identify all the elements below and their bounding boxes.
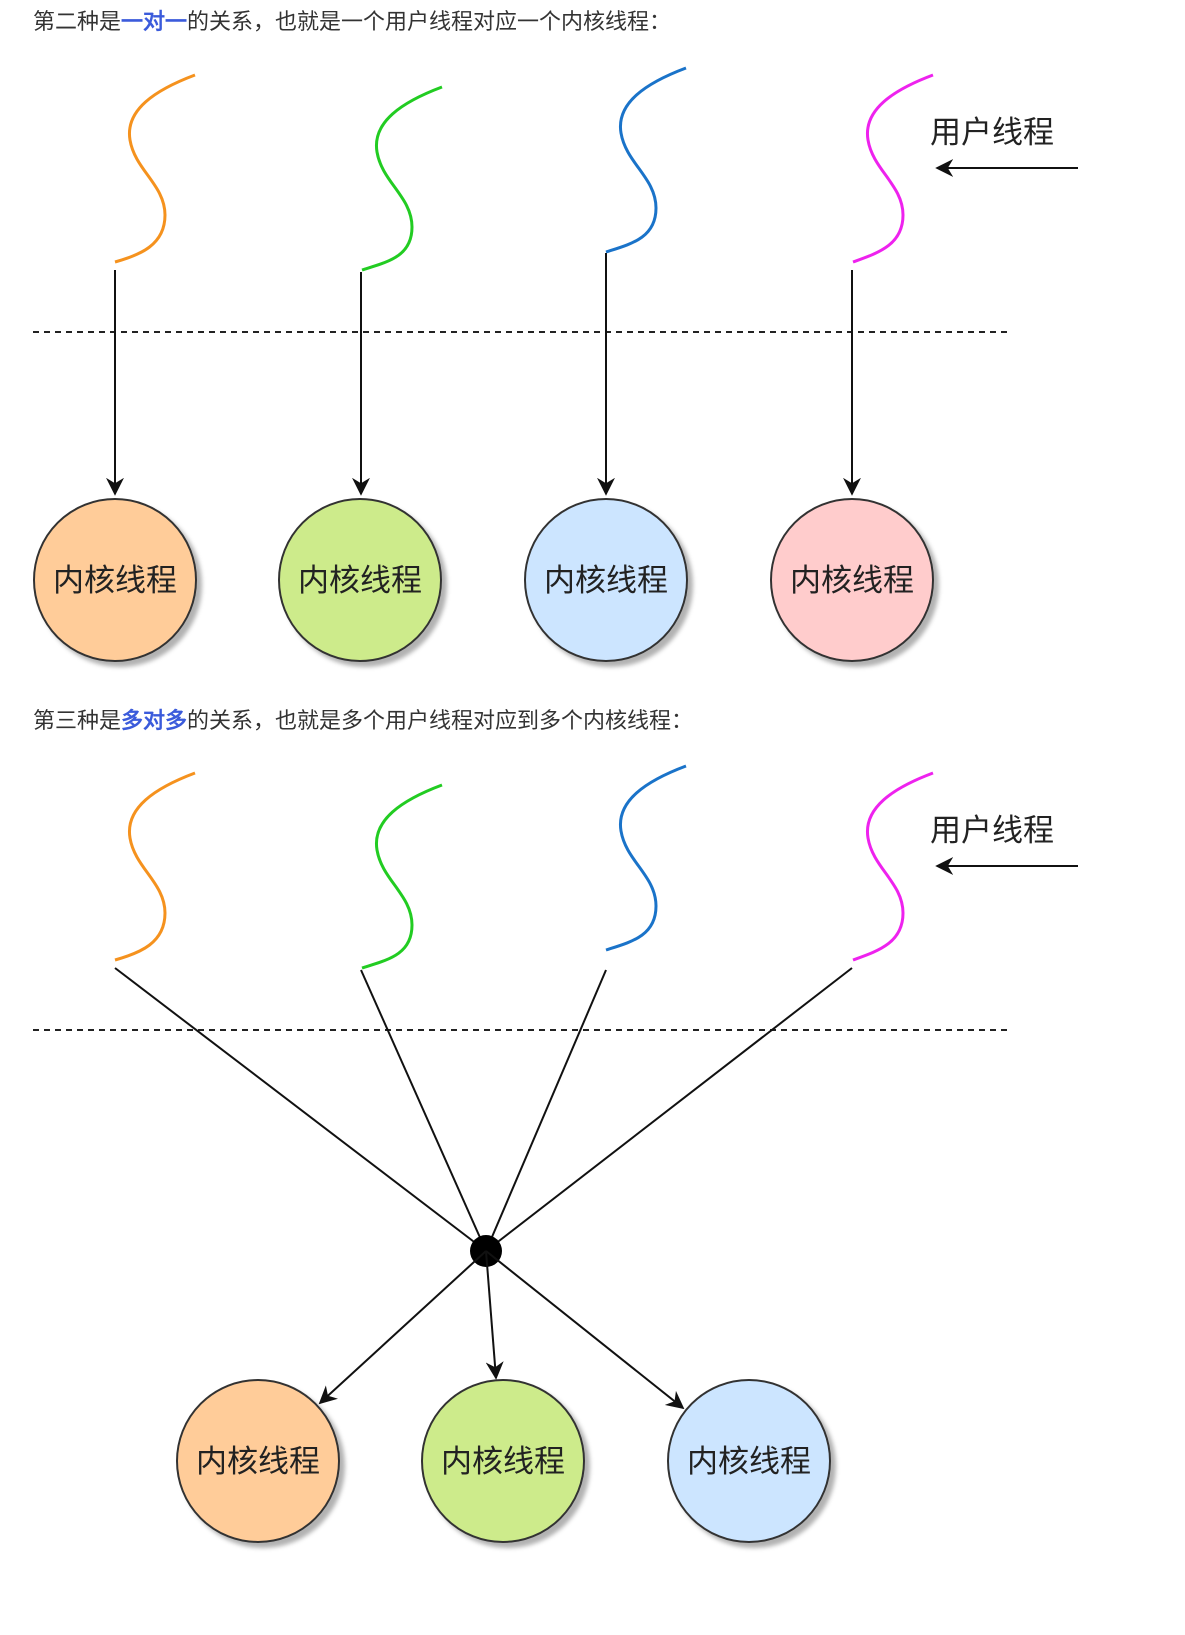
user-thread-wave-green [361,783,443,970]
distribute-arrow-3 [485,1250,685,1410]
kernel-thread-node-2 [278,498,442,662]
user-thread-wave-blue [605,764,687,952]
user-thread-wave-magenta [852,73,934,264]
highlight-term: 一对一 [121,10,188,35]
kernel-thread-node-3 [667,1379,831,1543]
distribute-arrow-2 [485,1250,504,1380]
kernel-thread-label: 内核线程 [53,563,177,599]
kernel-thread-label: 内核线程 [544,563,668,599]
converge-line-4 [485,967,853,1252]
one-to-one-diagram: 用户线程 内核线程 内核线程 内核线程 内核线程 [0,50,1185,680]
user-thread-wave-magenta [852,771,934,962]
kernel-thread-label: 内核线程 [196,1444,320,1480]
paragraph-many-to-many: 第三种是多对多的关系，也就是多个用户线程对应到多个内核线程： [33,707,693,737]
legend-label: 用户线程 [930,115,1054,151]
paragraph-suffix: 的关系，也就是一个用户线程对应一个内核线程： [187,10,672,35]
user-thread-wave-blue [605,66,687,254]
paragraph-one-to-one: 第二种是一对一的关系，也就是一个用户线程对应一个内核线程： [33,8,671,38]
kernel-thread-node-3 [524,498,688,662]
kernel-thread-label: 内核线程 [441,1444,565,1480]
distribute-arrow-1 [318,1250,487,1405]
converge-line-3 [485,969,607,1252]
kernel-thread-node-2 [421,1379,585,1543]
user-thread-wave-orange [114,73,196,264]
user-thread-wave-orange [114,771,196,962]
user-thread-wave-green [361,85,443,272]
kernel-thread-node-1 [33,498,197,662]
converge-line-2 [360,969,487,1252]
many-to-many-diagram: 用户线程 内核线程 内核线程 内核线程 [0,748,1185,1618]
paragraph-prefix: 第三种是 [33,709,122,734]
kernel-thread-label: 内核线程 [687,1444,811,1480]
kernel-thread-node-1 [176,1379,340,1543]
legend-label: 用户线程 [930,813,1054,849]
kernel-thread-node-4 [770,498,934,662]
kernel-thread-label: 内核线程 [790,563,914,599]
paragraph-prefix: 第二种是 [33,10,122,35]
paragraph-suffix: 的关系，也就是多个用户线程对应到多个内核线程： [187,709,694,734]
converge-line-1 [114,967,487,1252]
highlight-term: 多对多 [121,709,188,734]
kernel-thread-label: 内核线程 [298,563,422,599]
